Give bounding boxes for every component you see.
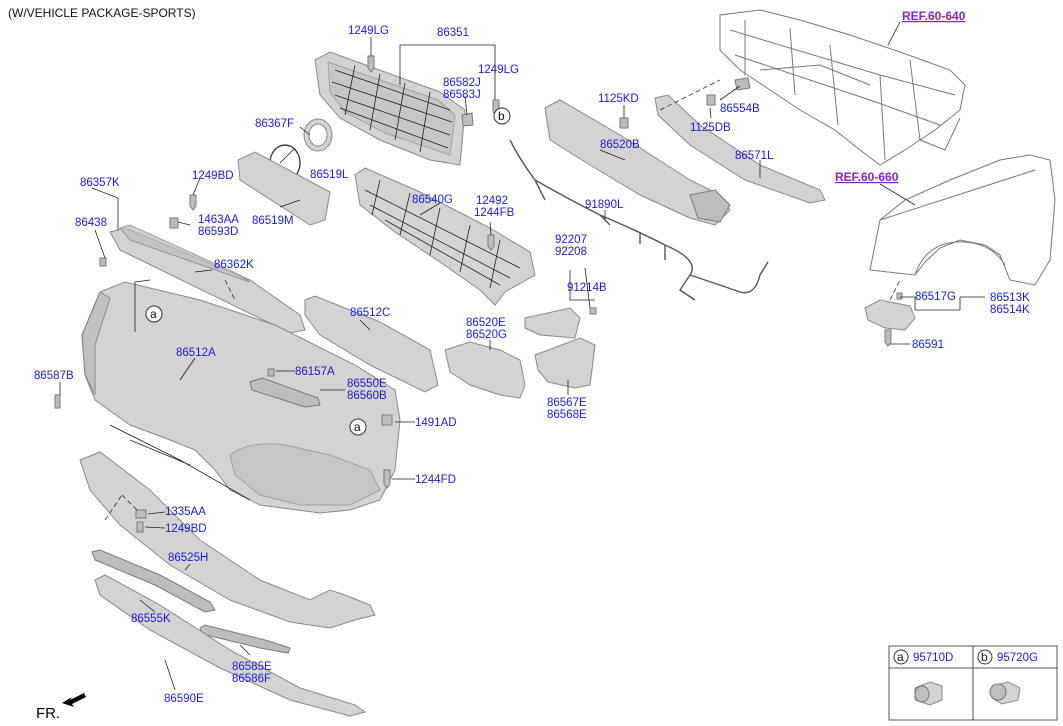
label-1491ad[interactable]: 1491AD: [415, 417, 457, 429]
label-86157a[interactable]: 86157A: [295, 366, 335, 378]
label-86512c[interactable]: 86512C: [350, 307, 390, 319]
label-1335aa[interactable]: 1335AA: [165, 506, 206, 518]
label-1244fd[interactable]: 1244FD: [415, 474, 456, 486]
label-91890l[interactable]: 91890L: [585, 199, 624, 211]
variant-header: (W/VEHICLE PACKAGE-SPORTS): [8, 6, 196, 20]
leader-lines: [59, 37, 985, 691]
label-86560b[interactable]: 86560B: [347, 390, 387, 402]
svg-text:a: a: [150, 307, 157, 321]
parking-sensor-b-image: [989, 681, 1021, 705]
label-1244fb[interactable]: 1244FB: [474, 207, 515, 219]
bumper-molding: [249, 377, 321, 408]
label-91214b[interactable]: 91214B: [567, 282, 607, 294]
side-bracket: [864, 299, 916, 331]
label-1249lg-b[interactable]: 1249LG: [478, 64, 519, 76]
lower-garnish: [199, 624, 291, 654]
center-grille-insert: [304, 295, 439, 393]
label-1125db[interactable]: 1125DB: [690, 122, 731, 134]
lip-strip: [91, 549, 216, 613]
part-labels: 1249LG 86351 86582J 86583J 1249LG 86367F…: [34, 25, 1030, 705]
label-1249bd-a[interactable]: 1249BD: [192, 170, 234, 182]
label-86513k[interactable]: 86513K: [990, 292, 1030, 304]
sensor-legend-table: a 95710D b 95720G: [888, 645, 1058, 721]
front-fender: [869, 154, 1056, 286]
upper-molding-trim: [119, 224, 251, 283]
ref-60-660[interactable]: REF.60-660: [835, 170, 899, 184]
label-86519l[interactable]: 86519L: [310, 169, 349, 181]
label-86555k[interactable]: 86555K: [131, 613, 171, 625]
front-direction-arrow-icon: [62, 693, 86, 707]
label-86567e[interactable]: 86567E: [547, 397, 587, 409]
legend-a-callout: a: [893, 649, 909, 665]
side-cover: [534, 337, 596, 389]
callout-b: b: [493, 107, 511, 125]
label-1249lg-a[interactable]: 1249LG: [348, 25, 389, 37]
label-86583j[interactable]: 86583J: [443, 89, 481, 101]
label-86517g[interactable]: 86517G: [915, 291, 956, 303]
bumper-cover: [81, 281, 401, 514]
label-86520b[interactable]: 86520B: [600, 139, 640, 151]
lower-lip: [79, 451, 376, 629]
grille-bracket: [237, 151, 331, 226]
svg-text:b: b: [981, 650, 988, 664]
legend-b-callout: b: [977, 649, 993, 665]
label-1125kd[interactable]: 1125KD: [598, 93, 639, 105]
callout-a-bottom: a: [349, 418, 367, 436]
svg-text:b: b: [498, 109, 505, 123]
fasteners: [54, 55, 903, 533]
upper-strip: [654, 94, 826, 204]
assembly-lines: [104, 79, 901, 521]
label-1249bd-b[interactable]: 1249BD: [165, 523, 207, 535]
label-86590e[interactable]: 86590E: [164, 693, 204, 705]
label-86585e[interactable]: 86585E: [232, 661, 272, 673]
label-86351[interactable]: 86351: [437, 27, 469, 39]
label-86550e[interactable]: 86550E: [347, 378, 387, 390]
radiator-grille: [314, 51, 466, 166]
label-86367f[interactable]: 86367F: [255, 118, 294, 130]
front-direction-label: FR.: [36, 705, 60, 722]
radiator-support-frame: [719, 9, 966, 166]
fog-lamp: [524, 307, 581, 339]
label-86591[interactable]: 86591: [912, 339, 944, 351]
lower-grille: [354, 167, 536, 306]
emblem-ring-inner: [308, 123, 328, 147]
label-86586f[interactable]: 86586F: [232, 673, 271, 685]
label-86520e[interactable]: 86520E: [466, 317, 506, 329]
label-86587b[interactable]: 86587B: [34, 370, 74, 382]
label-92207[interactable]: 92207: [555, 234, 587, 246]
label-86525h[interactable]: 86525H: [168, 552, 208, 564]
label-86438[interactable]: 86438: [75, 217, 107, 229]
callout-a-top: a: [145, 305, 163, 323]
parking-sensor-a-image: [914, 681, 943, 706]
absorber-block: [689, 189, 731, 223]
label-12492[interactable]: 12492: [476, 195, 508, 207]
label-1463aa[interactable]: 1463AA: [198, 214, 239, 226]
label-86571l[interactable]: 86571L: [735, 150, 774, 162]
label-86540g[interactable]: 86540G: [412, 194, 453, 206]
legend-a-part[interactable]: 95710D: [913, 652, 953, 664]
legend-b-part[interactable]: 95720G: [997, 652, 1038, 664]
label-86593d[interactable]: 86593D: [198, 226, 238, 238]
label-86514k[interactable]: 86514K: [990, 304, 1030, 316]
svg-text:a: a: [354, 420, 361, 434]
svg-text:a: a: [897, 650, 904, 664]
label-86357k[interactable]: 86357K: [80, 177, 120, 189]
label-86362k[interactable]: 86362K: [214, 259, 254, 271]
label-86520g[interactable]: 86520G: [466, 329, 507, 341]
label-86554b[interactable]: 86554B: [720, 103, 760, 115]
label-86512a[interactable]: 86512A: [176, 347, 216, 359]
lower-spoiler: [94, 574, 367, 717]
label-86582j[interactable]: 86582J: [443, 77, 481, 89]
label-86568e[interactable]: 86568E: [547, 409, 587, 421]
label-92208[interactable]: 92208: [555, 246, 587, 258]
ref-60-640[interactable]: REF.60-640: [902, 9, 966, 23]
label-86519m[interactable]: 86519M: [252, 215, 294, 227]
fog-lamp-bezel: [444, 341, 526, 399]
